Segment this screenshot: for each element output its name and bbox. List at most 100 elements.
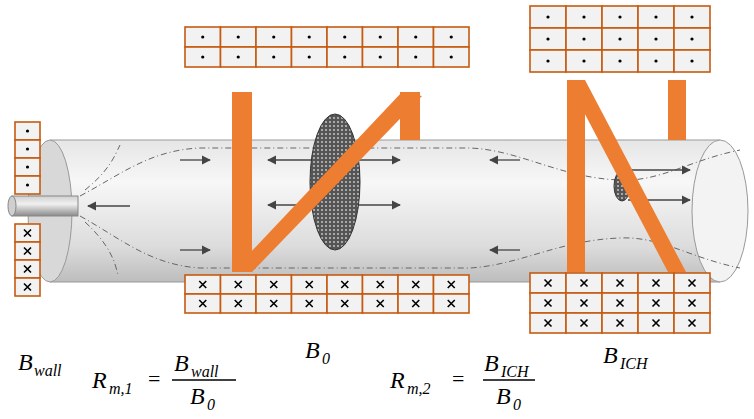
ratio-symbol: R xyxy=(390,368,405,392)
field-symbol: B xyxy=(18,350,33,374)
field-subscript: 0 xyxy=(322,351,330,367)
coil-cell xyxy=(566,273,602,293)
current-in-symbol xyxy=(581,320,588,327)
coil-cell xyxy=(530,6,566,28)
coil-cell xyxy=(363,27,399,47)
current-in-symbol xyxy=(448,300,455,307)
field-subscript: wall xyxy=(191,364,219,380)
current-in-symbol xyxy=(545,300,552,307)
coil-cell xyxy=(15,158,40,176)
coil-cell xyxy=(530,313,566,333)
current-in-symbol xyxy=(306,300,313,307)
coil-cell xyxy=(15,140,40,158)
coil-cell xyxy=(674,28,710,50)
current-out-symbol xyxy=(308,55,311,58)
coil-cell xyxy=(434,47,470,67)
coil-cell xyxy=(638,293,674,313)
current-out-symbol xyxy=(546,37,549,40)
field-symbol: B xyxy=(174,351,189,375)
end-rod xyxy=(12,196,78,216)
coil-cell xyxy=(638,6,674,28)
ratio-subscript: m,1 xyxy=(109,381,133,397)
coil-cell xyxy=(434,275,470,294)
current-out-symbol xyxy=(582,59,585,62)
coil-diagonal xyxy=(232,92,422,272)
coil-cell xyxy=(185,27,221,47)
current-out-symbol xyxy=(272,35,275,38)
coil-cell xyxy=(363,294,399,313)
coil-cell xyxy=(15,224,40,242)
current-out-symbol xyxy=(379,35,382,38)
current-in-symbol xyxy=(617,320,624,327)
current-in-symbol xyxy=(306,281,313,288)
current-out-symbol xyxy=(343,55,346,58)
coil-cell xyxy=(602,6,638,28)
current-out-symbol xyxy=(654,15,657,18)
current-out-symbol xyxy=(618,15,621,18)
coil-cell xyxy=(256,275,292,294)
current-in-symbol xyxy=(653,300,660,307)
coil-cell xyxy=(292,294,328,313)
coil-cell xyxy=(638,273,674,293)
current-in-symbol xyxy=(377,300,384,307)
coil-cell xyxy=(15,122,40,140)
current-in-symbol xyxy=(581,300,588,307)
flow-arrow xyxy=(88,160,690,250)
current-in-symbol xyxy=(24,230,31,237)
coil-cell xyxy=(398,47,434,67)
coil-cell xyxy=(221,275,257,294)
current-in-symbol xyxy=(341,300,348,307)
coil-cell xyxy=(292,27,328,47)
current-in-symbol xyxy=(24,284,31,291)
coil-cell xyxy=(566,50,602,72)
coil-cell xyxy=(221,294,257,313)
current-in-symbol xyxy=(24,248,31,255)
field-symbol: B xyxy=(484,351,499,375)
coil-cell xyxy=(15,242,40,260)
coil-cell xyxy=(292,275,328,294)
coil-cell xyxy=(434,27,470,47)
coil-cell xyxy=(363,47,399,67)
current-in-symbol xyxy=(199,300,206,307)
coil-cell xyxy=(327,294,363,313)
coil-cell xyxy=(530,273,566,293)
current-out-symbol xyxy=(237,35,240,38)
current-in-symbol xyxy=(617,300,624,307)
current-out-symbol xyxy=(26,129,29,132)
current-in-symbol xyxy=(653,280,660,287)
coil-cell xyxy=(602,273,638,293)
current-in-symbol xyxy=(24,266,31,273)
ratio-symbol: R xyxy=(92,368,107,392)
field-subscript: ICH xyxy=(620,356,648,372)
current-in-symbol xyxy=(377,281,384,288)
coil-cell xyxy=(185,294,221,313)
coil-cell xyxy=(327,47,363,67)
equals-sign: = xyxy=(148,368,160,390)
current-in-symbol xyxy=(617,280,624,287)
coil-cell xyxy=(292,47,328,67)
coil-cell xyxy=(602,293,638,313)
current-out-symbol xyxy=(414,35,417,38)
equals-sign: = xyxy=(452,368,464,390)
coil-cell xyxy=(602,28,638,50)
coil-cell xyxy=(602,50,638,72)
coil-cell xyxy=(398,27,434,47)
field-subscript: wall xyxy=(34,363,62,379)
current-in-symbol xyxy=(412,300,419,307)
coil-cell xyxy=(674,6,710,28)
field-subscript: 0 xyxy=(207,397,215,413)
coil-diagonal xyxy=(567,80,686,272)
coil-cell xyxy=(15,278,40,296)
current-in-symbol xyxy=(581,280,588,287)
coil-cell xyxy=(602,313,638,333)
coil-cell xyxy=(185,47,221,67)
current-in-symbol xyxy=(689,280,696,287)
current-in-symbol xyxy=(653,320,660,327)
current-in-symbol xyxy=(689,320,696,327)
field-symbol: B xyxy=(603,343,618,367)
field-symbol: B xyxy=(496,384,511,408)
current-in-symbol xyxy=(545,320,552,327)
current-out-symbol xyxy=(414,55,417,58)
coil-cell xyxy=(221,27,257,47)
coil-cell xyxy=(327,27,363,47)
